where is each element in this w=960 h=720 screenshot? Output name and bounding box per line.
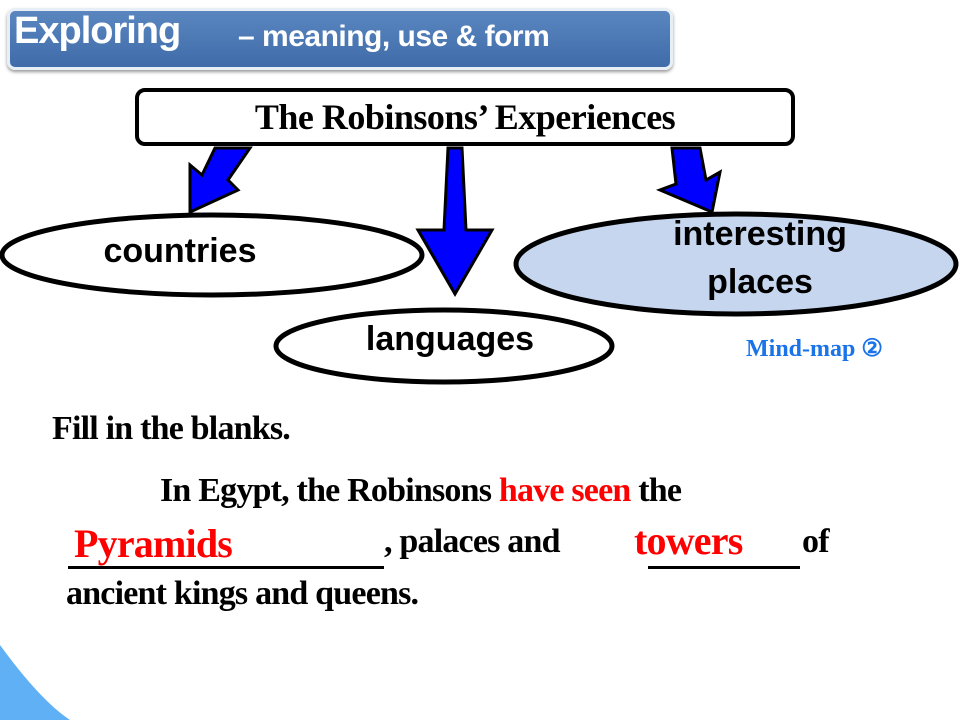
root-node-label: The Robinsons’ Experiences — [254, 97, 676, 137]
arrow-right — [655, 146, 723, 215]
node-countries: countries — [103, 232, 257, 270]
corner-decoration — [0, 645, 70, 720]
node-countries-shape — [0, 212, 425, 298]
node-places-line2: places — [707, 263, 813, 301]
answer-1: Pyramids — [74, 521, 233, 566]
sentence-line-1: In Egypt, the Robinsons have seen the — [160, 472, 682, 510]
sentence-line-2a: , palaces and — [384, 523, 560, 560]
blank-1[interactable] — [68, 530, 384, 569]
highlight-have-seen: have seen — [498, 472, 631, 509]
answer-2: towers — [634, 518, 743, 563]
mind-map-caption: Mind-map ② — [746, 336, 883, 362]
instruction: Fill in the blanks. — [52, 410, 291, 447]
node-places-shape — [513, 211, 959, 317]
sentence-line-2b: of — [802, 523, 830, 560]
node-languages: languages — [365, 320, 535, 358]
header-banner — [7, 8, 673, 70]
header-title: Exploring — [14, 10, 181, 52]
blank-2[interactable] — [648, 530, 800, 569]
node-languages-shape — [273, 307, 615, 385]
arrow-left — [188, 146, 253, 215]
root-node-box — [135, 88, 795, 146]
node-places-line1: interesting — [673, 215, 847, 253]
sentence-line-3: ancient kings and queens. — [66, 575, 419, 612]
arrow-center — [415, 146, 495, 297]
header-subtitle: – meaning, use & form — [238, 20, 550, 53]
text: In Egypt, the Robinsons — [160, 472, 499, 509]
text: the — [630, 472, 682, 509]
